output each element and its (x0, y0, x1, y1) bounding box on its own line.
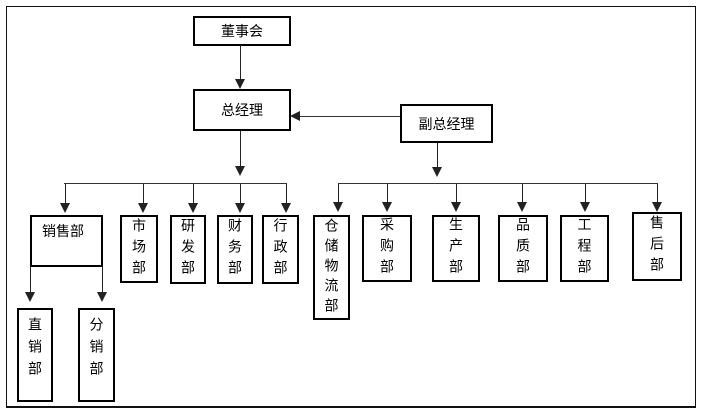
arrowhead-purchasing (382, 202, 392, 212)
arrowhead-dgm-bus (432, 167, 442, 177)
connector-board-gm (240, 45, 241, 79)
arrowhead-admin (281, 203, 291, 213)
node-dept-rnd-label: 研发部 (180, 218, 196, 281)
node-dept-admin-label: 行政部 (272, 218, 289, 281)
right-bus-line (338, 183, 658, 184)
node-dept-finance: 财务部 (217, 215, 253, 284)
drop-line-admin (286, 184, 287, 204)
node-dept-finance-label: 财务部 (227, 218, 243, 281)
connector-gm-bus (240, 131, 241, 167)
drop-line-direct-sales (30, 267, 31, 292)
arrowhead-after-sales (652, 202, 662, 212)
arrowhead-marketing (138, 203, 148, 213)
arrowhead-gm-bus (235, 166, 245, 176)
node-dept-rnd: 研发部 (170, 215, 206, 284)
drop-line-engineering (585, 184, 586, 203)
node-dept-admin: 行政部 (262, 215, 299, 284)
node-dept-production-label: 生产部 (448, 217, 464, 280)
node-dept-distribution: 分销部 (78, 308, 115, 402)
arrowhead-quality (517, 202, 527, 212)
node-dept-quality: 品质部 (498, 215, 548, 282)
node-dept-sales-label: 销售部 (42, 223, 84, 239)
node-dept-direct-sales-label: 直销部 (27, 317, 43, 383)
drop-line-after-sales (657, 184, 658, 203)
connector-dgm-gm (299, 116, 400, 117)
arrowhead-board-gm (235, 79, 245, 89)
arrowhead-dgm-gm (290, 111, 300, 121)
node-dept-distribution-label: 分销部 (88, 317, 105, 383)
node-general-manager-label: 总经理 (221, 102, 263, 118)
outer-border (6, 6, 696, 408)
arrowhead-production (451, 202, 461, 212)
arrowhead-finance (235, 203, 245, 213)
node-dept-purchasing-label: 采购部 (379, 217, 395, 280)
arrowhead-engineering (580, 202, 590, 212)
node-dept-engineering: 工程部 (560, 215, 609, 282)
arrowhead-rnd (188, 203, 198, 213)
node-board: 董事会 (193, 16, 291, 46)
node-dept-quality-label: 品质部 (515, 217, 531, 280)
node-dept-warehouse-logistics-label: 仓储物流部 (323, 217, 340, 318)
node-dept-marketing: 市场部 (120, 215, 158, 283)
arrowhead-warehouse-logistics (333, 202, 343, 212)
left-bus-line (64, 183, 287, 184)
connector-dgm-bus (437, 143, 438, 168)
drop-line-marketing (143, 184, 144, 204)
arrowhead-direct-sales (25, 292, 35, 302)
drop-line-sales (65, 184, 66, 204)
node-dept-after-sales: 售后部 (632, 212, 682, 281)
node-deputy-general-manager-label: 副总经理 (418, 115, 475, 132)
drop-line-production (456, 184, 457, 203)
drop-line-finance (240, 184, 241, 204)
node-dept-warehouse-logistics: 仓储物流部 (313, 215, 350, 320)
node-dept-marketing-label: 市场部 (131, 217, 147, 281)
drop-line-purchasing (387, 184, 388, 203)
drop-line-rnd (193, 184, 194, 204)
node-dept-engineering-label: 工程部 (576, 217, 593, 280)
node-dept-after-sales-label: 售后部 (649, 215, 665, 278)
node-deputy-general-manager: 副总经理 (400, 104, 493, 143)
node-dept-production: 生产部 (432, 215, 480, 282)
arrowhead-distribution (97, 292, 107, 302)
node-general-manager: 总经理 (193, 89, 291, 131)
drop-line-quality (522, 184, 523, 203)
drop-line-distribution (102, 267, 103, 292)
arrowhead-sales (60, 203, 70, 213)
drop-line-warehouse-logistics (338, 184, 339, 203)
node-dept-direct-sales: 直销部 (17, 308, 53, 402)
node-dept-sales: 销售部 (30, 215, 103, 267)
node-board-label: 董事会 (221, 23, 263, 39)
node-dept-purchasing: 采购部 (362, 215, 412, 282)
